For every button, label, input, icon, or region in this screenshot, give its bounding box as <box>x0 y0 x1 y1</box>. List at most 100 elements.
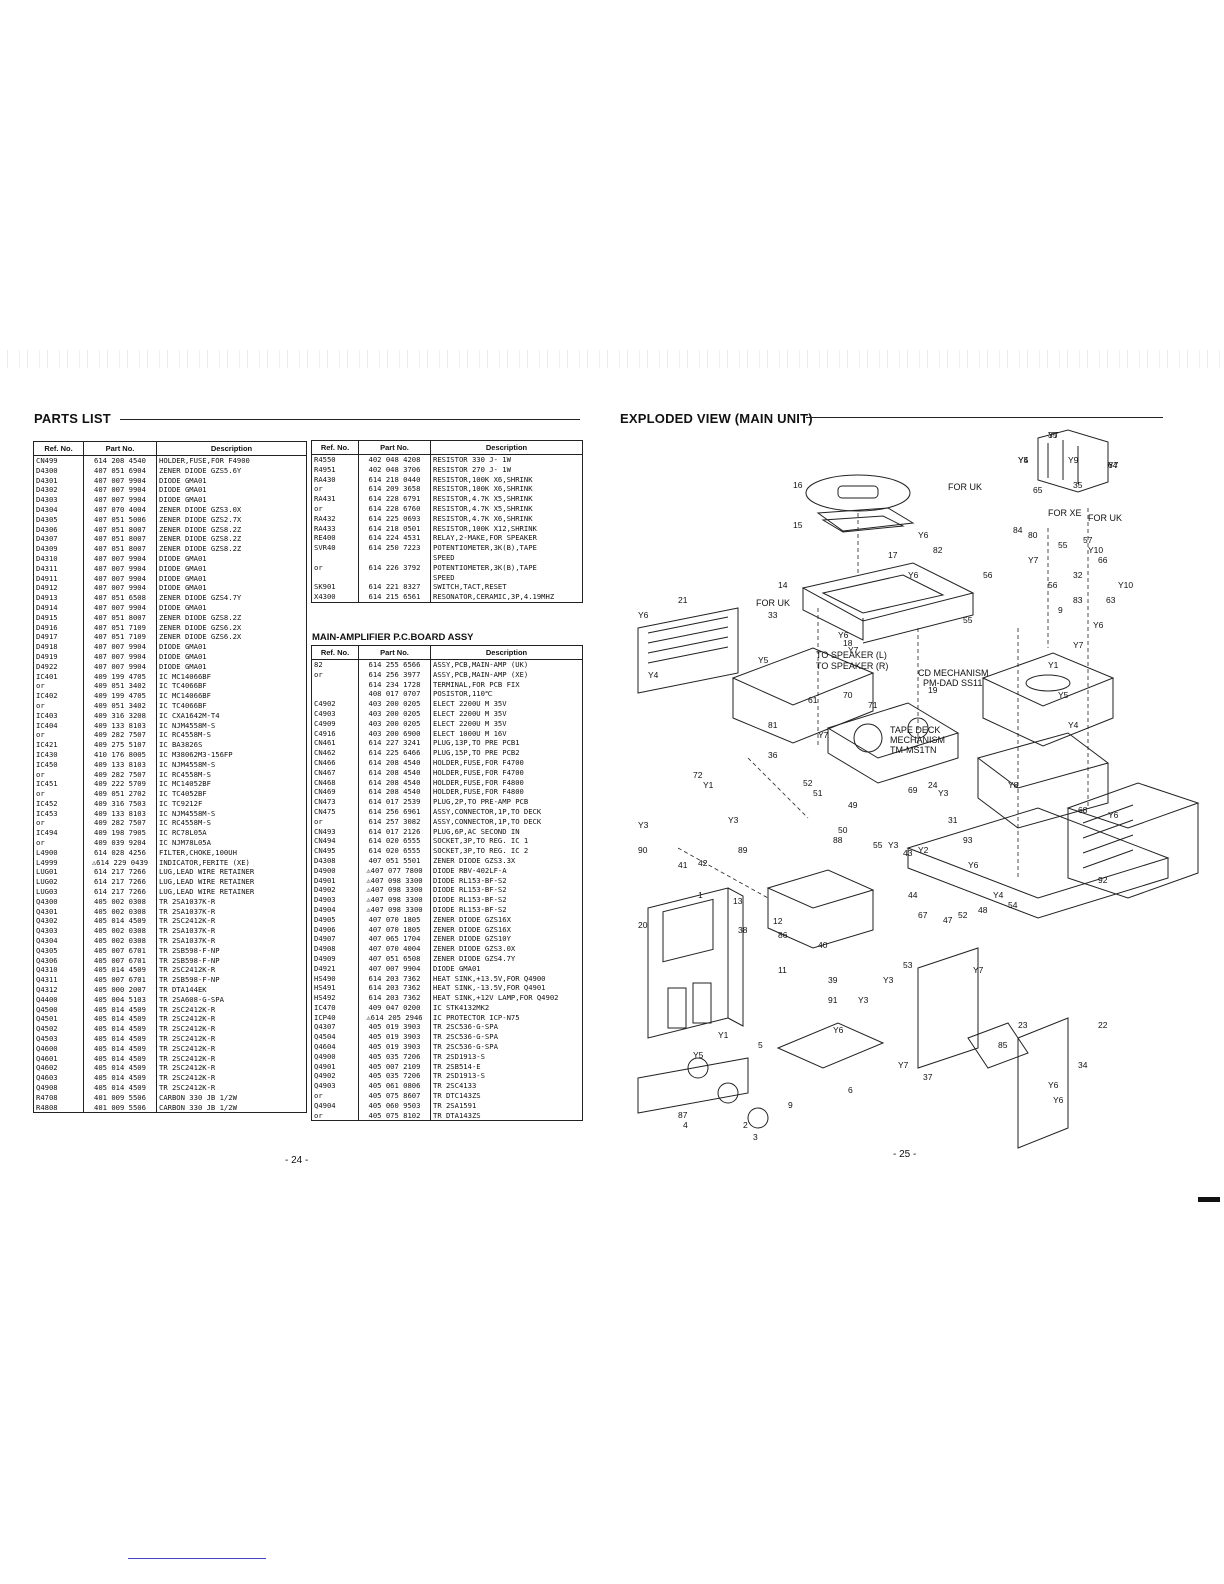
cell-part-no: 405 075 8607 <box>358 1091 431 1101</box>
cell-part-no: ⚠407 098 3300 <box>358 904 431 915</box>
cell-ref-no: D4904 <box>311 904 359 915</box>
cell-ref-no: D4916 <box>33 622 84 633</box>
callout-label: 35 <box>1048 430 1058 440</box>
cell-ref-no: D4302 <box>33 485 84 496</box>
cell-part-no: 614 208 4540 <box>83 455 157 466</box>
cell-description: ASSY,PCB,MAIN-AMP (UK) <box>430 659 583 670</box>
cell-part-no: 405 014 4509 <box>83 916 157 927</box>
cell-part-no: 614 017 2539 <box>358 797 431 807</box>
cell-ref-no: IC421 <box>33 740 84 750</box>
callout-label: 35 <box>1073 480 1083 490</box>
callout-label: 55 <box>873 840 883 850</box>
cell-part-no: 405 019 3903 <box>358 1032 431 1043</box>
cell-part-no: 407 070 4004 <box>358 944 431 954</box>
cell-part-no: ⚠407 077 7800 <box>358 865 431 876</box>
cell-part-no <box>358 552 431 563</box>
cell-description: POTENTIOMETER,3K(B),TAPE <box>430 543 583 553</box>
callout-label: 48 <box>978 905 988 915</box>
cell-description: DIODE RL153-BF-S2 <box>430 904 583 915</box>
cell-ref-no: R4708 <box>33 1092 84 1103</box>
cell-description: TR 2SB514-E <box>430 1061 583 1072</box>
callout-label: 72 <box>693 770 703 780</box>
cell-part-no: 409 133 8103 <box>83 808 157 819</box>
cell-part-no: 408 017 0707 <box>358 689 431 700</box>
cell-description: HOLDER,FUSE,FOR F4700 <box>430 767 583 778</box>
cell-description: DIODE GMA01 <box>156 661 307 672</box>
cell-part-no: 614 257 3082 <box>358 816 431 827</box>
cell-part-no: 614 208 4540 <box>358 767 431 778</box>
cell-description: TR 2SC2412K-R <box>156 1063 307 1074</box>
cell-ref-no: Q4903 <box>311 1081 359 1092</box>
cell-description: FILTER,CHOKE,100UH <box>156 847 307 858</box>
cell-description: IC PROTECTOR ICP-N75 <box>430 1012 583 1023</box>
header-ref: Ref. No. <box>311 645 359 660</box>
cell-ref-no: D4900 <box>311 865 359 876</box>
cell-part-no: 409 133 8103 <box>83 759 157 770</box>
callout-label: Y6 <box>1093 620 1104 630</box>
cell-description: IC RC4558M-S <box>156 818 307 829</box>
cell-part-no: 409 282 7507 <box>83 818 157 829</box>
cell-ref-no: RA433 <box>311 523 359 534</box>
cell-ref-no: D4304 <box>33 504 84 515</box>
cell-description: ASSY,PCB,MAIN-AMP (XE) <box>430 669 583 680</box>
label-tape-model: TM-MS1TN <box>890 745 937 755</box>
cell-description: LUG,LEAD WIRE RETAINER <box>156 887 307 897</box>
callout-label: Y5 <box>758 655 769 665</box>
callout-label: 86 <box>778 930 788 940</box>
cell-description: IC NJM4558M-S <box>156 759 307 770</box>
cell-part-no: 407 007 9904 <box>83 495 157 505</box>
cell-ref-no: Q4300 <box>33 896 84 907</box>
callout-label: 36 <box>768 750 778 760</box>
cell-description: TR 2SC2412K-R <box>156 1073 307 1083</box>
cell-description: IC RC78L05A <box>156 828 307 839</box>
cell-description: IC MC14066BF <box>156 671 307 682</box>
label-for-uk: FOR UK <box>948 482 982 492</box>
cell-ref-no: Q4900 <box>311 1051 359 1062</box>
callout-label: Y6 <box>908 570 919 580</box>
cell-ref-no: D4903 <box>311 895 359 905</box>
cell-ref-no: Q4604 <box>311 1042 359 1052</box>
cell-ref-no: Q4503 <box>33 1034 84 1044</box>
cell-description: TR 2SC2412K-R <box>156 965 307 976</box>
cell-part-no: 405 014 4509 <box>83 1014 157 1025</box>
cell-description: TR 2SC536-G-SPA <box>430 1022 583 1033</box>
callout-label: 93 <box>963 835 973 845</box>
cell-description: RESISTOR,4.7K X5,SHRINK <box>430 503 583 514</box>
cell-description: DIODE GMA01 <box>156 602 307 613</box>
cell-description: HOLDER,FUSE,FOR F4700 <box>430 757 583 768</box>
scan-line <box>128 1558 266 1559</box>
cell-part-no: 614 226 3792 <box>358 562 431 573</box>
cell-ref-no: L4900 <box>33 847 84 858</box>
cell-ref-no: L4999 <box>33 857 84 868</box>
cell-part-no: 409 051 3402 <box>83 700 157 711</box>
cell-part-no: 407 007 9904 <box>83 661 157 672</box>
callout-label: 85 <box>998 1040 1008 1050</box>
cell-description: ZENER DIODE GZS8.2Z <box>156 544 307 554</box>
callout-label: Y6 <box>638 610 649 620</box>
cell-ref-no: Q4908 <box>33 1083 84 1093</box>
cell-part-no: 409 198 7905 <box>83 828 157 839</box>
cell-part-no: 614 017 2126 <box>358 826 431 837</box>
cell-part-no: 614 217 7266 <box>83 887 157 897</box>
cell-part-no: 405 060 9503 <box>358 1100 431 1111</box>
